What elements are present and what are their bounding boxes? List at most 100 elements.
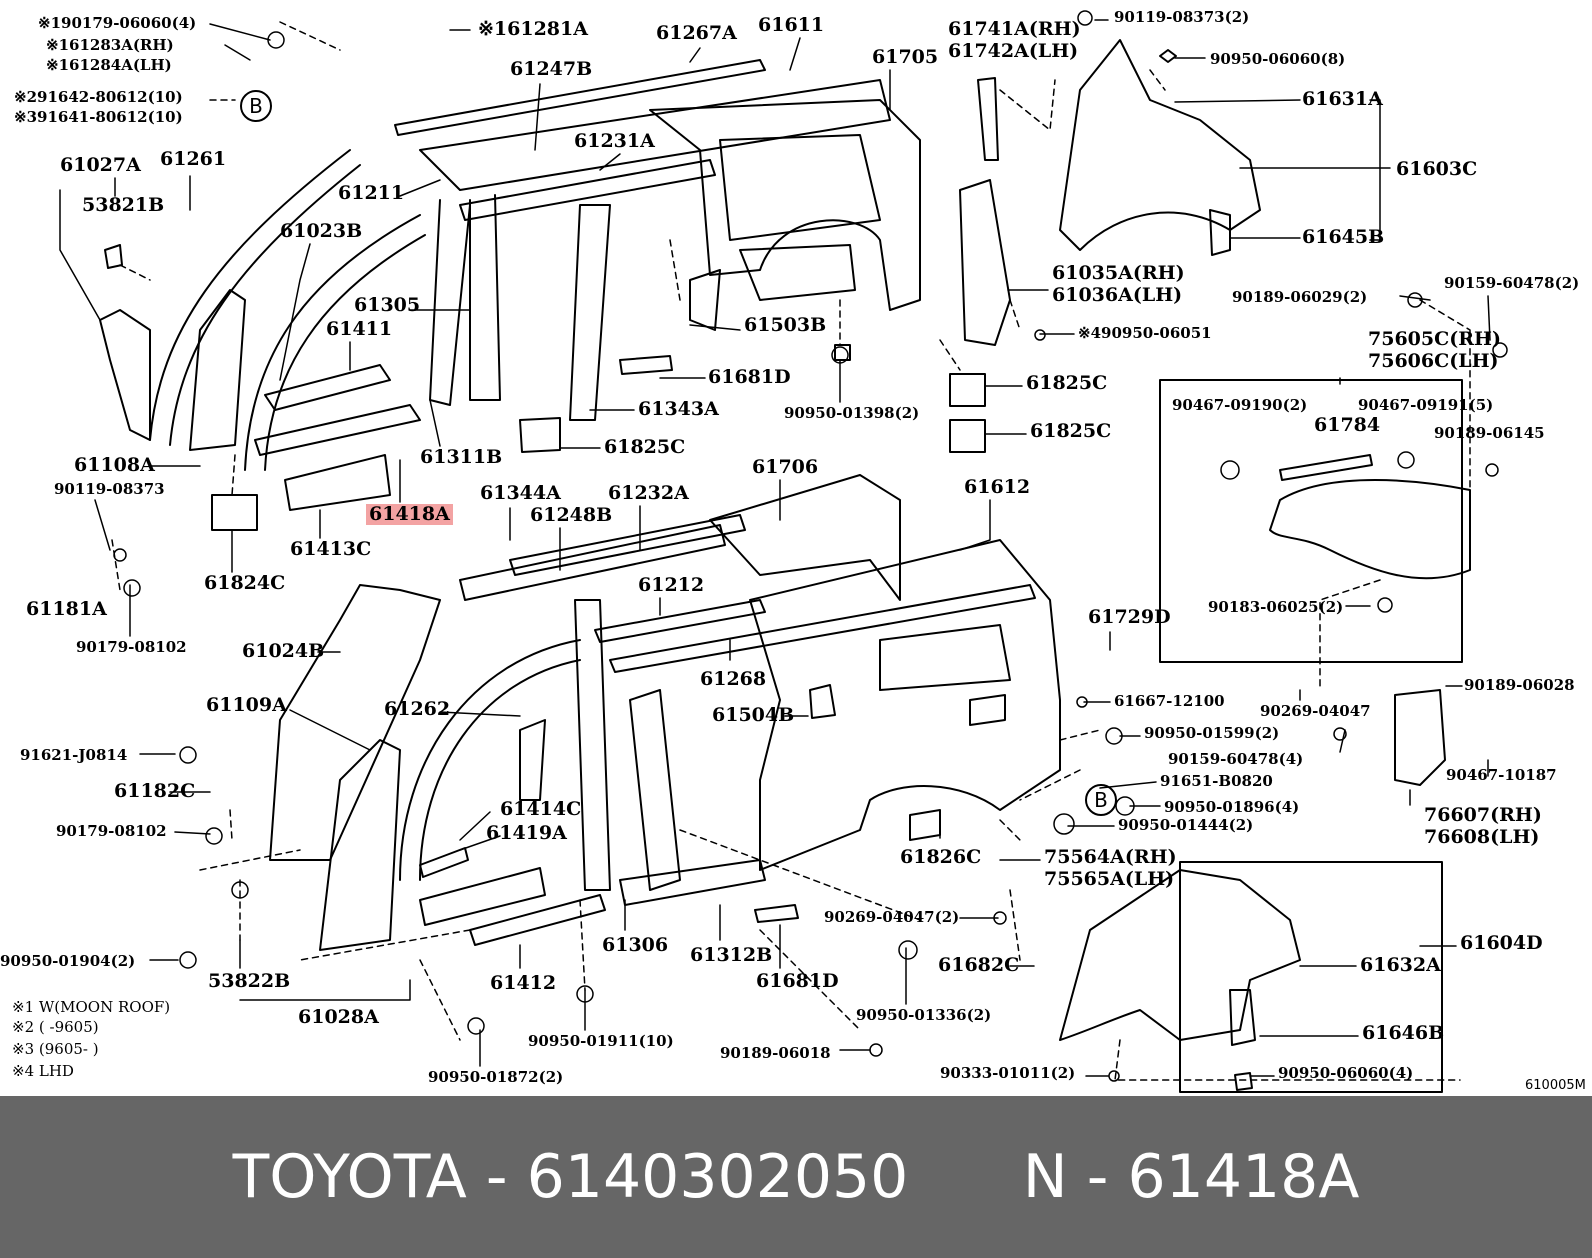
part-label: 61667-12100	[1114, 692, 1225, 710]
part-label: 90159-60478(4)	[1168, 750, 1304, 768]
part-label: 61023B	[280, 220, 363, 242]
part-label: 90159-60478(2)	[1444, 274, 1580, 292]
part-label: 61311B	[420, 446, 503, 468]
part-label: 61182C	[114, 780, 196, 802]
part-label: 90950-01904(2)	[0, 952, 136, 970]
part-label: 61611	[758, 14, 825, 36]
part-label: 61036A(LH)	[1052, 284, 1183, 306]
part-label: 61024B	[242, 640, 325, 662]
part-label: 61028A	[298, 1006, 379, 1028]
part-label: 61109A	[206, 694, 287, 716]
part-label: 75565A(LH)	[1044, 868, 1175, 890]
part-label: 61784	[1314, 414, 1381, 436]
part-label: 90467-10187	[1446, 766, 1557, 784]
lower-front-pillar	[269, 584, 606, 951]
part-label: 90119-08373	[54, 480, 165, 498]
part-label: 61631A	[1302, 88, 1383, 110]
part-label: 61344A	[480, 482, 561, 504]
part-label: 90189-06028	[1464, 676, 1575, 694]
part-label: 61645B	[1302, 226, 1385, 248]
part-label: 76608(LH)	[1424, 826, 1540, 848]
part-label: ※291642-80612(10)	[14, 88, 183, 106]
part-label: 61504B	[712, 704, 795, 726]
upper-quarter-panel	[519, 99, 986, 453]
note-1: ※1 W(MOON ROOF)	[12, 998, 171, 1016]
part-label: 61412	[490, 972, 557, 994]
upper-front-pillar	[99, 149, 426, 471]
part-label: 90467-09191(5)	[1358, 396, 1494, 414]
part-label: 61681D	[756, 970, 839, 992]
lower-right-parts	[1059, 379, 1471, 1093]
part-label: 90189-06145	[1434, 424, 1545, 442]
part-label: 61603C	[1396, 158, 1478, 180]
part-label: 61826C	[900, 846, 982, 868]
part-label: 61035A(RH)	[1052, 262, 1185, 284]
part-label: 61604D	[1460, 932, 1543, 954]
part-label: 90950-06060(4)	[1278, 1064, 1414, 1082]
part-label: 90269-04047	[1260, 702, 1371, 720]
part-label: 61248B	[530, 504, 613, 526]
part-label: 61706	[752, 456, 819, 478]
part-label: 61411	[326, 318, 393, 340]
upper-right-pillar-parts	[959, 39, 1261, 346]
part-label: 61729D	[1088, 606, 1171, 628]
part-label: 61705	[872, 46, 939, 68]
part-label: 61212	[638, 574, 705, 596]
part-label: 90950-01872(2)	[428, 1068, 564, 1086]
part-label: 61261	[160, 148, 227, 170]
part-label: 90333-01011(2)	[940, 1064, 1076, 1082]
part-label: 61211	[338, 182, 405, 204]
part-label: 61108A	[74, 454, 155, 476]
parts-diagram: ※190179-06060(4) ※161283A(RH) ※161284A(LH)…	[0, 9, 1586, 1093]
part-label: ※190179-06060(4)	[38, 14, 197, 32]
part-label: 61824C	[204, 572, 286, 594]
part-label: 53822B	[208, 970, 291, 992]
part-label: 61825C	[1030, 420, 1112, 442]
part-label: 76607(RH)	[1424, 804, 1542, 826]
part-label: 61181A	[26, 598, 107, 620]
part-label: ※161281A	[478, 18, 588, 40]
part-label: 90179-08102	[76, 638, 187, 656]
leader-lines	[59, 19, 1491, 1077]
callout-b-lower: B	[1085, 784, 1117, 816]
part-label: 61268	[700, 668, 767, 690]
part-label: 90950-06060(8)	[1210, 50, 1346, 68]
part-label: 61825C	[604, 436, 686, 458]
part-label: 90950-01398(2)	[784, 404, 920, 422]
footer-bar: TOYOTA - 6140302050 N - 61418A	[0, 1096, 1592, 1258]
part-label: 90269-04047(2)	[824, 908, 960, 926]
diagram-code: 610005M	[1525, 1078, 1586, 1093]
part-label: 61413C	[290, 538, 372, 560]
part-label: 61267A	[656, 22, 737, 44]
footer-title: TOYOTA - 6140302050 N - 61418A	[232, 1142, 1360, 1212]
part-label: ※161284A(LH)	[46, 56, 172, 74]
part-label: ※161283A(RH)	[46, 36, 174, 54]
part-label: 61681D	[708, 366, 791, 388]
part-label: 61232A	[608, 482, 689, 504]
part-label: 61632A	[1360, 954, 1441, 976]
part-label: 61741A(RH)	[948, 18, 1081, 40]
note-3: ※3 (9605- )	[12, 1040, 99, 1058]
part-label-highlighted: 61418A	[366, 504, 453, 525]
part-label: 61414C	[500, 798, 582, 820]
lower-roof-and-side	[459, 474, 1061, 923]
part-label: 90189-06018	[720, 1044, 831, 1062]
upper-roof-rails	[394, 59, 891, 421]
part-label: 61305	[354, 294, 421, 316]
part-label: 61312B	[690, 944, 773, 966]
part-label: 53821B	[82, 194, 165, 216]
part-label: 90179-08102	[56, 822, 167, 840]
part-label: 61419A	[486, 822, 567, 844]
part-label: 75606C(LH)	[1368, 350, 1499, 372]
part-label: 61262	[384, 698, 451, 720]
part-label: 90950-01599(2)	[1144, 724, 1280, 742]
part-label: 61825C	[1026, 372, 1108, 394]
part-label: 90950-01911(10)	[528, 1032, 674, 1050]
part-label: ※391641-80612(10)	[14, 108, 183, 126]
part-label: 90950-01336(2)	[856, 1006, 992, 1024]
note-4: ※4 LHD	[12, 1062, 74, 1080]
part-label: 61682C	[938, 954, 1020, 976]
part-label: 61343A	[638, 398, 719, 420]
part-label: 61612	[964, 476, 1031, 498]
callout-b-upper: B	[240, 90, 272, 122]
